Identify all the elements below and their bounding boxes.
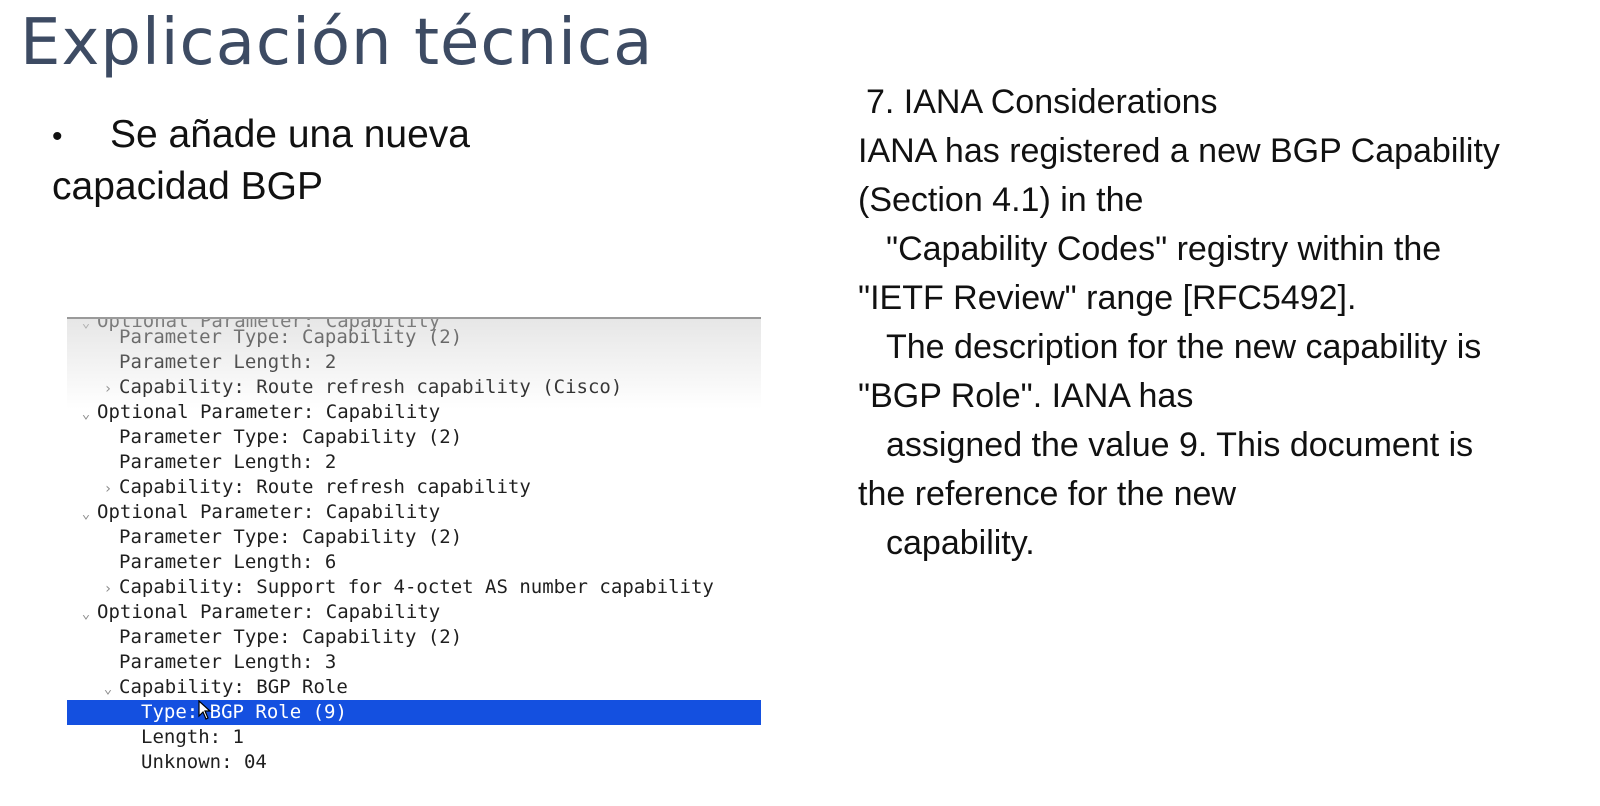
expand-arrow-icon[interactable]: › xyxy=(103,381,113,397)
rfc-line: The description for the new capability i… xyxy=(886,328,1482,366)
rfc-line: "Capability Codes" registry within the xyxy=(886,230,1442,268)
packet-detail-tree: ⌄Optional Parameter: Capability Paramete… xyxy=(67,317,761,784)
tree-row[interactable]: Parameter Length: 3 xyxy=(119,651,337,673)
rfc-line: capability. xyxy=(886,524,1035,562)
tree-row[interactable]: ⌄Optional Parameter: Capability xyxy=(67,500,761,525)
bullet-point: • Se añade una nueva capacidad BGP xyxy=(52,110,612,212)
tree-row[interactable]: Parameter Length: 2 xyxy=(119,351,337,373)
tree-row[interactable]: Unknown: 04 xyxy=(141,751,267,773)
tree-row[interactable]: ⌄Optional Parameter: Capability xyxy=(67,600,761,625)
expand-arrow-icon[interactable]: ⌄ xyxy=(81,606,91,622)
bullet-line-1: • Se añade una nueva xyxy=(52,110,612,162)
expand-arrow-icon[interactable]: › xyxy=(103,581,113,597)
rfc-line: "BGP Role". IANA has xyxy=(858,377,1194,415)
expand-arrow-icon[interactable]: ⌄ xyxy=(81,506,91,522)
tree-row-selected[interactable]: Type: BGP Role (9) xyxy=(67,700,761,725)
tree-row[interactable]: ›Capability: Route refresh capability xyxy=(67,475,761,500)
tree-row[interactable]: ›Capability: Route refresh capability (C… xyxy=(67,375,761,400)
bullet-dot: • xyxy=(52,119,63,153)
rfc-line: assigned the value 9. This document is xyxy=(886,426,1474,464)
tree-row[interactable]: Parameter Type: Capability (2) xyxy=(119,526,463,548)
rfc-line: the reference for the new xyxy=(858,475,1237,513)
expand-arrow-icon[interactable]: › xyxy=(103,481,113,497)
tree-row[interactable]: Parameter Type: Capability (2) xyxy=(119,426,463,448)
tree-row[interactable]: Parameter Length: 2 xyxy=(119,451,337,473)
tree-row[interactable]: ⌄Optional Parameter: Capability xyxy=(67,400,761,425)
expand-arrow-icon[interactable]: ⌄ xyxy=(81,406,91,422)
tree-row[interactable]: Parameter Type: Capability (2) xyxy=(119,626,463,648)
slide-title: Explicación técnica xyxy=(20,6,654,80)
expand-arrow-icon[interactable]: ⌄ xyxy=(103,681,113,697)
rfc-line: (Section 4.1) in the xyxy=(858,181,1144,219)
rfc-iana-text: 7. IANA Considerations IANA has register… xyxy=(858,78,1578,568)
rfc-line: IANA has registered a new BGP Capability xyxy=(858,132,1500,170)
tree-row[interactable]: ⌄Capability: BGP Role xyxy=(67,675,761,700)
bullet-text-1: Se añade una nueva xyxy=(110,113,470,156)
bullet-text-2: capacidad BGP xyxy=(52,164,324,208)
tree-row[interactable]: ›Capability: Support for 4-octet AS numb… xyxy=(67,575,761,600)
tree-row[interactable]: Parameter Length: 6 xyxy=(119,551,337,573)
rfc-line: "IETF Review" range [RFC5492]. xyxy=(858,279,1357,317)
tree-row[interactable]: Parameter Type: Capability (2) xyxy=(119,326,463,348)
tree-row[interactable]: Length: 1 xyxy=(141,726,244,748)
mouse-cursor-icon xyxy=(198,700,212,720)
rfc-heading: 7. IANA Considerations xyxy=(866,83,1218,121)
